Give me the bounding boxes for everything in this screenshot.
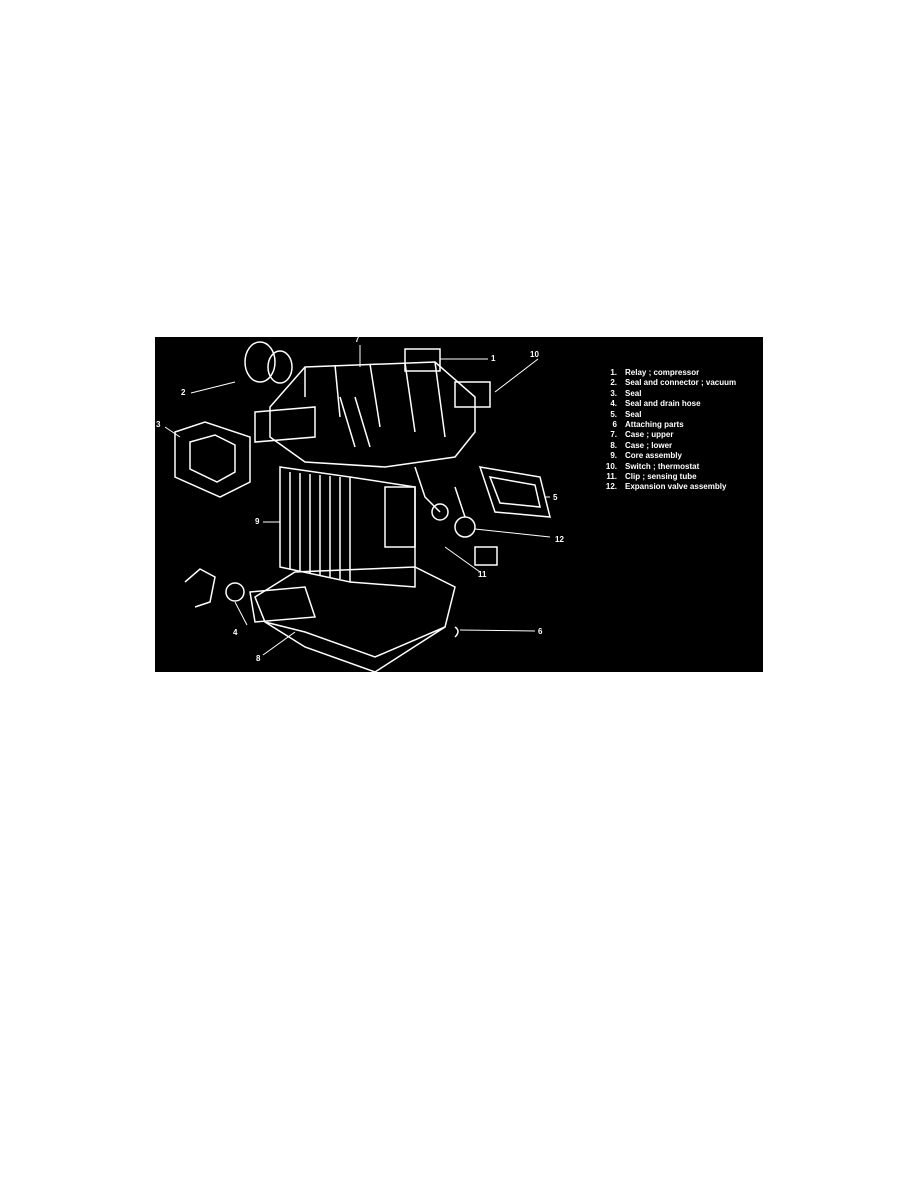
legend-number: 2. bbox=[610, 378, 617, 388]
legend-label: Case ; lower bbox=[625, 440, 673, 450]
legend-item: 9. Core assembly bbox=[595, 451, 736, 461]
clip-sensing-tube bbox=[474, 546, 498, 566]
legend-label: Seal and drain hose bbox=[625, 399, 701, 409]
legend-number: 3. bbox=[610, 388, 617, 398]
legend-label: Clip ; sensing tube bbox=[625, 472, 697, 482]
callout-2: 2 bbox=[181, 388, 186, 397]
legend-item: 4. Seal and drain hose bbox=[595, 399, 736, 409]
seal-vacuum-connector bbox=[244, 341, 293, 384]
legend-label: Relay ; compressor bbox=[625, 368, 700, 377]
legend-label: Attaching parts bbox=[625, 420, 684, 430]
legend-item: 8. Case ; lower bbox=[595, 441, 736, 451]
legend-label: Core assembly bbox=[625, 451, 682, 461]
legend-label: Switch ; thermostat bbox=[625, 461, 700, 471]
legend-number: 11. bbox=[606, 472, 617, 482]
callout-3: 3 bbox=[156, 420, 161, 429]
callout-9: 9 bbox=[255, 517, 260, 526]
legend-label: Seal and connector ; vacuum bbox=[625, 378, 737, 388]
legend-item: 6 Attaching parts bbox=[595, 420, 736, 430]
expansion-valve bbox=[414, 466, 476, 538]
callout-5: 5 bbox=[553, 493, 558, 502]
case-upper bbox=[254, 361, 476, 468]
legend-number: 9. bbox=[610, 451, 617, 461]
callout-8: 8 bbox=[256, 654, 261, 663]
legend-item: 10. Switch ; thermostat bbox=[595, 462, 736, 472]
switch-thermostat bbox=[454, 381, 491, 408]
legend-item: 3. Seal bbox=[595, 389, 736, 399]
legend-number: 10. bbox=[605, 461, 617, 471]
seal-drain-hose bbox=[184, 568, 245, 608]
callout-10: 10 bbox=[530, 350, 539, 359]
legend-item: 5. Seal bbox=[595, 410, 736, 420]
seal-5 bbox=[478, 466, 551, 518]
seal-3 bbox=[174, 421, 251, 498]
legend-item: 11. Clip ; sensing tube bbox=[595, 472, 736, 482]
relay-compressor bbox=[404, 348, 441, 372]
leader-lines bbox=[164, 345, 551, 656]
callout-11: 11 bbox=[478, 570, 487, 579]
legend-label: Case ; upper bbox=[625, 430, 674, 440]
legend-item: 12. Expansion valve assembly bbox=[595, 482, 736, 492]
callout-7: 7 bbox=[355, 335, 360, 344]
case-lower bbox=[249, 566, 456, 672]
legend-label: Expansion valve assembly bbox=[625, 482, 727, 492]
legend-label: Seal bbox=[625, 409, 642, 419]
callout-4: 4 bbox=[233, 628, 238, 637]
callout-12: 12 bbox=[555, 535, 564, 544]
callout-1: 1 bbox=[491, 354, 496, 363]
legend-item: 1. Relay ; compressor bbox=[595, 368, 736, 378]
core-assembly bbox=[279, 466, 416, 588]
legend-item: 2. Seal and connector ; vacuum bbox=[595, 378, 736, 388]
legend-number: 1. bbox=[610, 368, 617, 377]
legend-number: 6 bbox=[612, 420, 617, 430]
legend-item: 7. Case ; upper bbox=[595, 430, 736, 440]
legend-number: 7. bbox=[610, 430, 617, 440]
attaching-part bbox=[454, 626, 459, 638]
legend-label: Seal bbox=[625, 388, 642, 398]
parts-legend: 1. Relay ; compressor 2. Seal and connecto… bbox=[595, 368, 736, 493]
legend-number: 12. bbox=[605, 482, 617, 492]
legend-number: 5. bbox=[610, 409, 617, 419]
legend-number: 4. bbox=[610, 399, 617, 409]
diagram-drawing bbox=[164, 341, 551, 672]
callout-6: 6 bbox=[538, 627, 543, 636]
exploded-view-diagram: 7 1 10 2 3 9 5 12 11 4 8 6 1. Relay ; com… bbox=[155, 335, 763, 672]
legend-number: 8. bbox=[610, 440, 617, 450]
